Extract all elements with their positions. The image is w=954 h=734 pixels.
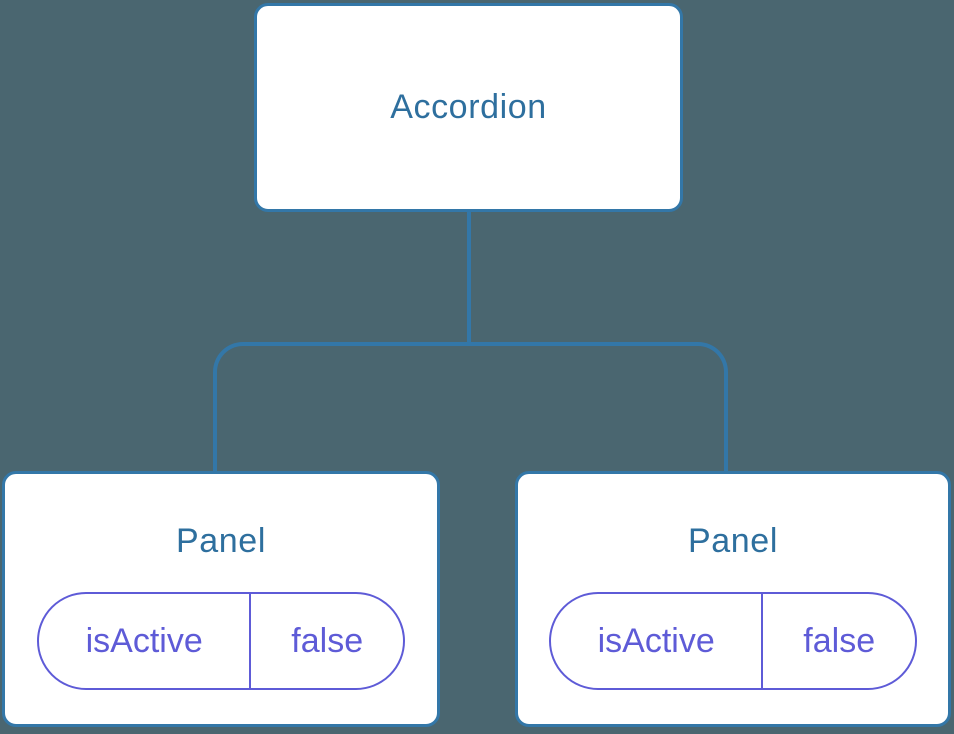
state-value-cell: false [803,621,876,660]
panel-node-left: Panel isActive false [2,471,440,727]
state-key-cell: isActive [39,594,252,688]
panel-title: Panel [688,522,778,560]
panel-node-right: Panel isActive false [515,471,951,727]
state-pill: isActive false [549,592,917,690]
connector-bracket [213,342,728,471]
connector-stub [467,212,471,344]
accordion-label: Accordion [390,88,547,126]
state-pill: isActive false [37,592,405,690]
state-value-cell: false [291,621,364,660]
state-key-cell: isActive [551,594,764,688]
accordion-node: Accordion [254,3,683,212]
panel-title: Panel [176,522,266,560]
